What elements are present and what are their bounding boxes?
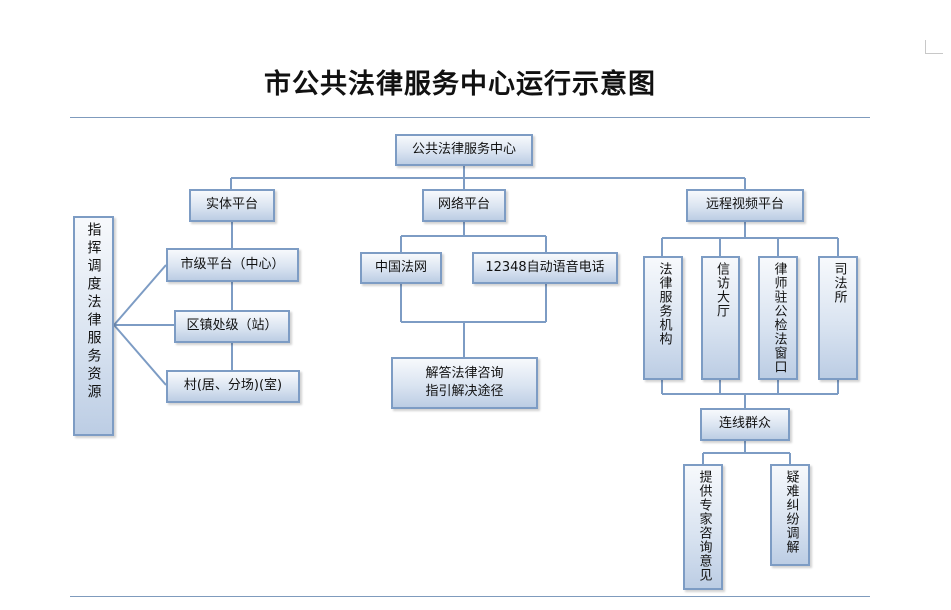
node-center: 公共法律服务中心	[395, 134, 533, 166]
diagram-title: 市公共法律服务中心运行示意图	[264, 69, 656, 100]
node-answer: 解答法律咨询 指引解决途径	[391, 357, 538, 409]
connector	[661, 380, 839, 408]
node-justice-office-label: 司法所	[831, 262, 847, 304]
connector	[661, 222, 839, 256]
node-dispute-mediation-label: 疑难纠纷调解	[783, 470, 799, 554]
node-answer-line2: 指引解决途径	[425, 384, 504, 399]
node-legal-services-label: 法律服务机构	[656, 262, 672, 346]
page-corner-mark	[925, 53, 943, 54]
bottom-rule	[70, 596, 870, 597]
node-physical-platform: 实体平台	[189, 189, 275, 222]
node-petition-hall: 信访大厅	[701, 256, 740, 380]
node-remote-platform: 远程视频平台	[686, 189, 804, 222]
node-petition-hall-label: 信访大厅	[713, 262, 729, 318]
node-resources: 指挥调度法律服务资源	[73, 216, 114, 436]
node-district-level: 区镇处级（站）	[174, 310, 290, 343]
node-hotline: 12348自动语音电话	[472, 252, 618, 284]
node-network-platform: 网络平台	[422, 189, 506, 222]
connector	[230, 166, 746, 189]
node-china-law-net: 中国法网	[360, 252, 442, 284]
node-expert-advice: 提供专家咨询意见	[683, 464, 723, 590]
node-legal-services: 法律服务机构	[643, 256, 683, 380]
node-city-level: 市级平台（中心）	[166, 248, 299, 282]
connector	[400, 222, 547, 252]
node-dispute-mediation: 疑难纠纷调解	[770, 464, 810, 566]
node-village-level: 村(居、分场)(室)	[166, 370, 300, 403]
connector	[113, 264, 174, 386]
node-justice-office: 司法所	[818, 256, 858, 380]
node-expert-advice-label: 提供专家咨询意见	[696, 470, 712, 582]
node-lawyer-window: 律师驻公检法窗口	[758, 256, 798, 380]
connector	[702, 441, 791, 464]
node-answer-line1: 解答法律咨询	[425, 365, 504, 381]
node-resources-label: 指挥调度法律服务资源	[85, 222, 102, 402]
top-rule	[70, 117, 870, 118]
node-connect-public: 连线群众	[700, 408, 790, 441]
page-corner-mark	[925, 40, 926, 54]
connector	[400, 284, 547, 357]
node-lawyer-window-label: 律师驻公检法窗口	[771, 262, 787, 374]
